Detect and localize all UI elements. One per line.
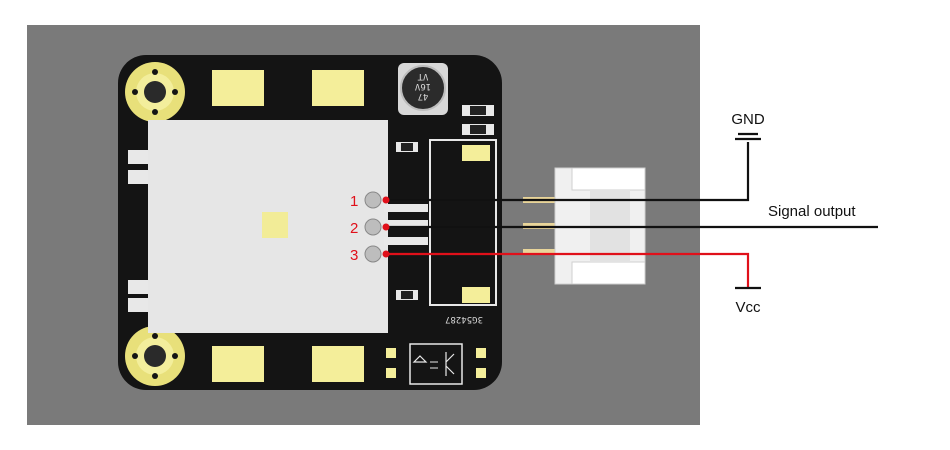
- wires: [382, 142, 878, 287]
- pad-small-bottom: [462, 287, 490, 303]
- signal-output-label: Signal output: [768, 203, 856, 220]
- optocoupler-symbol: [386, 343, 486, 385]
- capacitor-text-2: 16V: [414, 81, 431, 91]
- pad-top-1: [212, 70, 264, 106]
- mounting-hole-top-left: [125, 62, 185, 122]
- pin-header: [364, 191, 428, 263]
- wire-vcc: [386, 252, 750, 287]
- serial-text: 3G54287: [445, 314, 483, 324]
- ground-symbol: [735, 132, 761, 141]
- mounting-hole-bottom-left: [125, 326, 185, 386]
- pin-pad-1: [364, 191, 382, 209]
- capacitor: 47 16V VT: [398, 63, 448, 115]
- pin-dot-2: [382, 223, 390, 231]
- pad-bottom-1: [212, 346, 264, 382]
- silkscreen-outline: [429, 139, 497, 306]
- sensor-element: [262, 212, 288, 238]
- smd-part-left-4: [128, 298, 148, 312]
- pad-bottom-2: [312, 346, 364, 382]
- gnd-label: GND: [731, 111, 765, 128]
- pad-small-top: [462, 145, 490, 161]
- pad-top-2: [312, 70, 364, 106]
- pin-number-3: 3: [350, 247, 358, 264]
- pcb-board: 47 16V VT 3G54287: [118, 55, 502, 390]
- pin-number-2: 2: [350, 220, 358, 237]
- smd-part-left-1: [128, 150, 148, 164]
- capacitor-text-1: 47: [418, 91, 429, 101]
- pin-pad-3: [364, 245, 382, 263]
- pin-pad-2: [364, 218, 382, 236]
- pin-dot-3: [382, 250, 390, 258]
- vcc-label: Vcc: [735, 299, 761, 316]
- smd-part-left-2: [128, 170, 148, 184]
- wire-gnd: [386, 142, 750, 202]
- pin-dot-1: [382, 196, 390, 204]
- smd-part-left-3: [128, 280, 148, 294]
- capacitor-text-3: VT: [417, 71, 428, 81]
- pin-number-1: 1: [350, 193, 358, 210]
